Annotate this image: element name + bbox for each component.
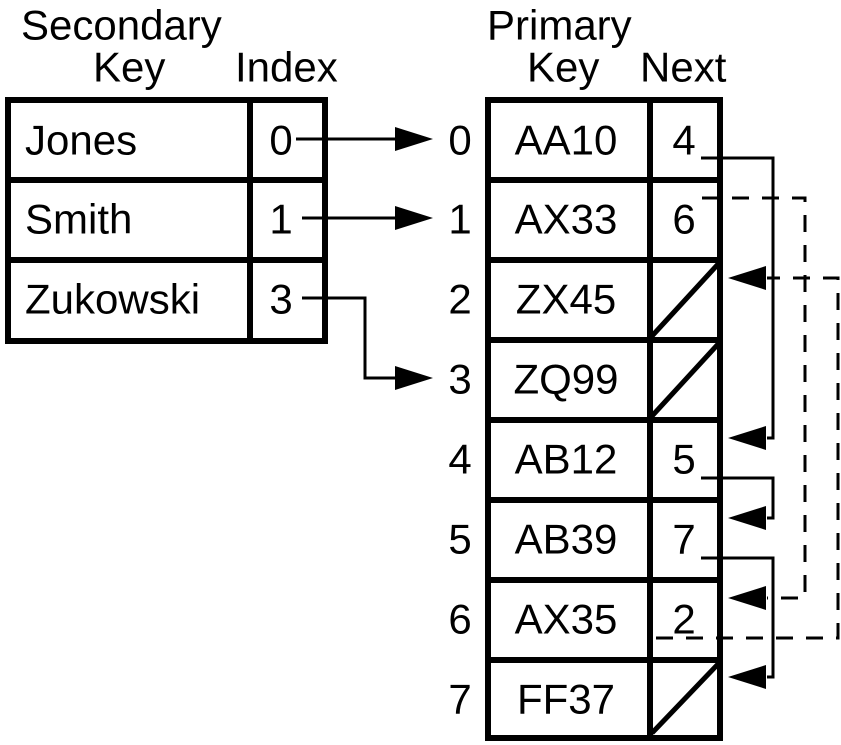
primary-row-5-key: AB39: [515, 516, 618, 563]
primary-col-key-header: Key: [527, 44, 599, 91]
primary-row-2-label: 2: [448, 276, 471, 323]
primary-table-header: Primary Key Next: [487, 2, 727, 91]
arrow-index-0-to-row-0: [296, 127, 433, 151]
arrow-next-6-to-2-line: [656, 276, 840, 640]
primary-row-0-next: 4: [672, 117, 695, 164]
secondary-row-0-index: 0: [269, 117, 292, 164]
primary-table: AA10 AX33 ZX45 ZQ99 AB12 AB39 AX35 FF37 …: [485, 97, 723, 741]
arrow-next-0-to-4-line: [701, 156, 775, 440]
primary-row-1-next: 6: [672, 196, 695, 243]
arrow-index-3-line: [302, 296, 396, 380]
primary-row-6-next: 2: [672, 596, 695, 643]
secondary-table-title: Secondary: [21, 2, 222, 49]
arrow-next-6-to-2-head-icon: [728, 266, 766, 290]
primary-row-7-key: FF37: [517, 676, 615, 723]
primary-row-4-key: AB12: [515, 436, 618, 483]
arrow-next-5-to-7-head-icon: [728, 665, 766, 689]
primary-row-6-label: 6: [448, 596, 471, 643]
arrow-index-1-to-row-1: [302, 206, 433, 230]
secondary-row-2-index: 3: [269, 276, 292, 323]
primary-row-0-label: 0: [448, 117, 471, 164]
arrow-next-5-to-7: [701, 556, 775, 689]
arrow-index-3-to-row-3: [302, 296, 433, 390]
secondary-row-2-key: Zukowski: [25, 276, 200, 323]
secondary-table: Jones Smith Zukowski 0 1 3: [5, 97, 328, 344]
null-pointer-slash-row-3: [650, 340, 722, 418]
secondary-row-1-key: Smith: [25, 196, 132, 243]
secondary-row-1-index: 1: [269, 196, 292, 243]
primary-row-3-key: ZQ99: [513, 356, 618, 403]
primary-row-0-key: AA10: [515, 117, 618, 164]
primary-table-title: Primary: [487, 2, 632, 49]
primary-col-next-header: Next: [640, 44, 727, 91]
secondary-col-key-header: Key: [93, 44, 165, 91]
secondary-table-border: [5, 97, 328, 344]
arrow-next-4-to-5: [701, 476, 775, 530]
primary-row-1-key: AX33: [515, 196, 618, 243]
arrow-index-1-head-icon: [395, 206, 433, 230]
arrow-next-5-to-7-line: [701, 556, 775, 679]
secondary-table-header: Secondary Key Index: [21, 2, 338, 91]
arrow-next-1-to-6-head-icon: [728, 586, 766, 610]
primary-row-4-next: 5: [672, 436, 695, 483]
secondary-col-index-header: Index: [235, 44, 338, 91]
null-pointer-slash-row-2: [650, 260, 722, 338]
primary-row-2-key: ZX45: [516, 276, 616, 323]
primary-row-5-next: 7: [672, 516, 695, 563]
primary-row-3-label: 3: [448, 356, 471, 403]
primary-row-1-label: 1: [448, 196, 471, 243]
arrow-next-4-to-5-line: [701, 476, 775, 520]
secondary-row-0-key: Jones: [25, 117, 137, 164]
arrow-index-0-head-icon: [395, 127, 433, 151]
arrow-next-1-to-6-line: [702, 196, 807, 600]
null-pointer-slash-row-7: [650, 660, 722, 735]
primary-row-7-label: 7: [448, 676, 471, 723]
primary-row-6-key: AX35: [515, 596, 618, 643]
arrow-next-0-to-4-head-icon: [728, 426, 766, 450]
arrow-next-1-to-6: [702, 196, 807, 610]
arrow-index-3-head-icon: [395, 366, 433, 390]
primary-row-5-label: 5: [448, 516, 471, 563]
arrow-next-4-to-5-head-icon: [728, 506, 766, 530]
primary-row-labels: 0 1 2 3 4 5 6 7: [448, 117, 471, 723]
arrow-next-0-to-4: [701, 156, 775, 450]
arrow-next-6-to-2: [656, 266, 840, 640]
primary-row-4-label: 4: [448, 436, 471, 483]
